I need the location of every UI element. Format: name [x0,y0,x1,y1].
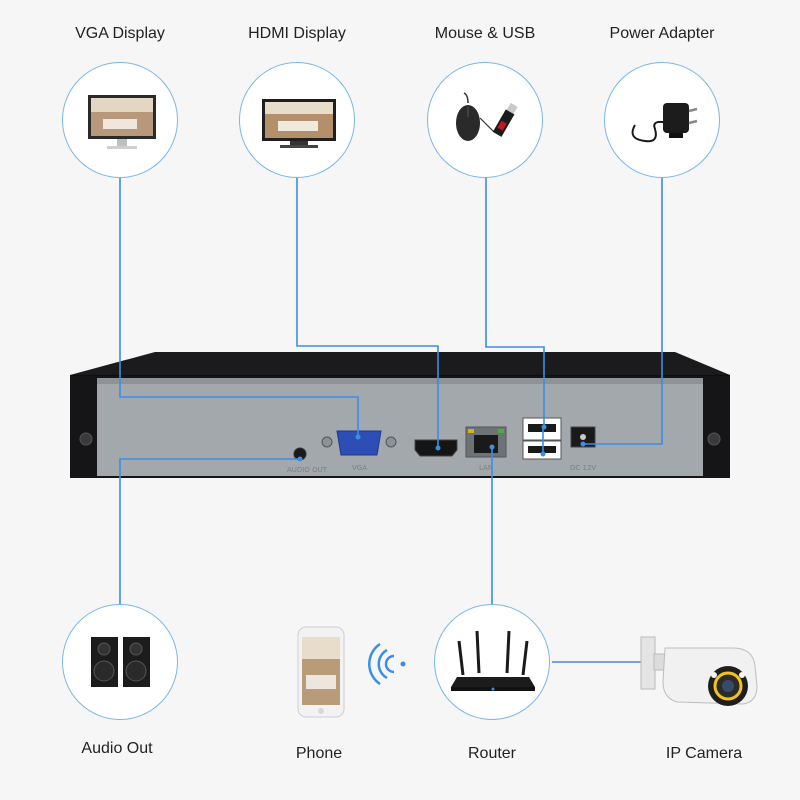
mouse-usb-label: Mouse & USB [434,25,536,42]
power-port-label: DC 12V [570,464,596,472]
vga-monitor-icon [88,95,156,149]
vga-display-circle [62,62,178,178]
hdmi-connector-line [296,178,439,448]
audio-connector-line [119,458,300,604]
lan-port-icon [465,426,507,458]
wifi-signal-icon [368,642,406,686]
audio-out-label: Audio Out [81,740,153,757]
hdmi-tv-icon [262,99,336,148]
ip-camera-label: IP Camera [665,745,743,762]
phone-label: Phone [295,745,343,762]
phone-icon [297,626,345,718]
router-icon [451,630,535,691]
router-circle [434,604,550,720]
power-adapter-circle [604,62,720,178]
mouse-usb-circle [427,62,543,178]
audio-out-circle [62,604,178,720]
mouse-and-usb-icon [456,92,518,141]
usb-connector-line [485,178,545,427]
vga-port-icon [321,430,397,456]
ip-camera-icon [640,636,758,706]
router-label: Router [467,745,517,762]
power-port-icon [570,426,596,448]
connector-lines [119,178,663,663]
lan-port-label: LAN [479,464,493,472]
audio-out-port-label: AUDIO OUT [287,466,328,474]
screw-left-icon [79,432,93,446]
vga-connector-line [119,178,359,437]
power-adapter-label: Power Adapter [609,25,715,42]
vga-display-label: VGA Display [75,25,165,42]
hdmi-display-circle [239,62,355,178]
screw-right-icon [707,432,721,446]
speakers-icon [91,637,150,687]
hdmi-display-label: HDMI Display [248,25,346,42]
power-adapter-icon [631,103,698,143]
power-connector-line [583,178,663,445]
vga-port-label: VGA [352,464,367,472]
nvr-device [70,352,730,478]
